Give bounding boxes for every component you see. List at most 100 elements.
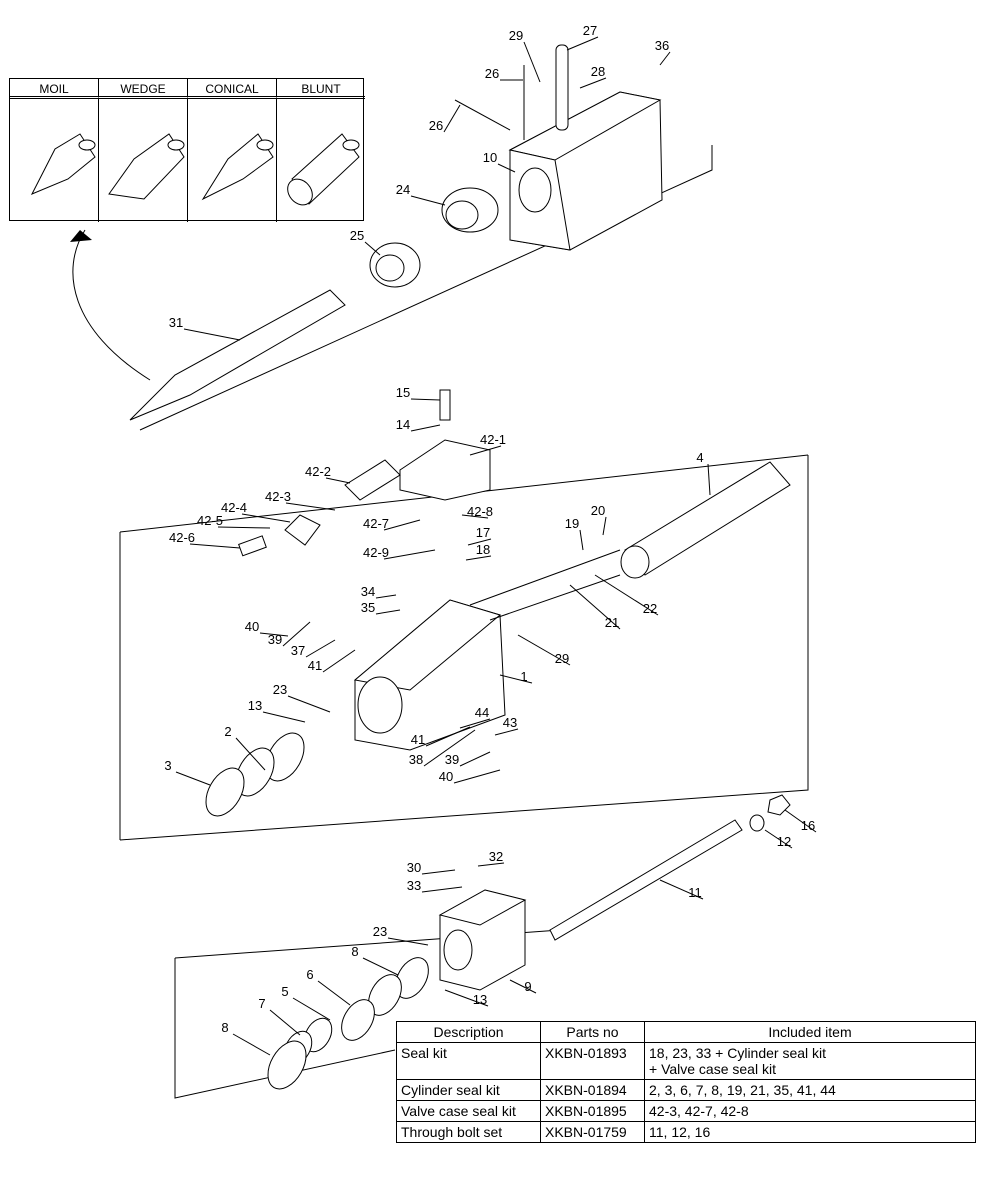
parts-no-cell: XKBN-01895 (540, 1100, 645, 1122)
leader-line (497, 163, 516, 173)
part-label-17: 17 (476, 525, 490, 540)
included-line-1: 18, 23, 33 + Cylinder seal kit (649, 1045, 827, 1061)
included-cell: 2, 3, 6, 7, 8, 19, 21, 35, 41, 44 (644, 1079, 976, 1101)
leader-line (421, 869, 456, 875)
part-label-42-9: 42-9 (363, 545, 389, 560)
moil-illustration (10, 99, 99, 222)
through-bolt-part-11 (549, 794, 791, 941)
part-label-28: 28 (591, 64, 605, 79)
leader-line (764, 829, 793, 849)
part-label-30: 30 (407, 860, 421, 875)
leader-line (423, 729, 476, 767)
part-label-42-4: 42-4 (221, 500, 247, 515)
part-label-41: 41 (411, 732, 425, 747)
leader-line (579, 77, 607, 89)
leader-line (410, 424, 441, 432)
table-row: Through bolt set XKBN-01759 11, 12, 16 (396, 1121, 976, 1143)
leader-line (305, 639, 336, 658)
leader-line (317, 980, 351, 1006)
part-label-42-1: 42-1 (480, 432, 506, 447)
part-label-8: 8 (351, 944, 358, 959)
leader-line (499, 674, 533, 684)
part-label-42-3: 42-3 (265, 489, 291, 504)
leader-line (259, 632, 289, 637)
leader-line (292, 997, 331, 1021)
part-label-13: 13 (473, 992, 487, 1007)
description-cell: Valve case seal kit (396, 1100, 541, 1122)
part-label-7: 7 (258, 996, 265, 1011)
seal-rings-part-5-8 (267, 957, 429, 1090)
part-label-6: 6 (306, 967, 313, 982)
part-label-18: 18 (476, 542, 490, 557)
part-label-20: 20 (591, 503, 605, 518)
front-head-part-10 (454, 44, 663, 251)
leader-line (579, 529, 584, 551)
leader-line (383, 549, 436, 560)
table-row: Cylinder seal kit XKBN-01894 2, 3, 6, 7,… (396, 1079, 976, 1101)
part-label-14: 14 (396, 417, 410, 432)
part-label-19: 19 (565, 516, 579, 531)
table-header-row: Description Parts no Included item (396, 1021, 976, 1043)
leader-line (232, 1033, 271, 1056)
leader-line (494, 728, 519, 736)
leader-line (410, 195, 446, 206)
part-label-27: 27 (583, 23, 597, 38)
leader-line (235, 737, 266, 771)
leader-line (217, 526, 271, 529)
chisel-types-panel: MOIL WEDGE CONICAL BLUNT (9, 78, 365, 222)
part-label-39: 39 (268, 632, 282, 647)
part-label-12: 12 (777, 834, 791, 849)
part-label-26: 26 (485, 66, 499, 81)
leader-line (784, 809, 817, 833)
col-description: Description (396, 1021, 541, 1043)
part-label-42-5: 42-5 (197, 513, 223, 528)
bit-type-wedge: WEDGE (99, 79, 188, 99)
assembly-frames (119, 145, 809, 1099)
parts-no-cell: XKBN-01894 (540, 1079, 645, 1101)
part-label-2: 2 (224, 724, 231, 739)
cylinder-part-1 (353, 549, 621, 751)
leader-line (517, 634, 571, 666)
part-label-40: 40 (439, 769, 453, 784)
part-label-29: 29 (509, 28, 523, 43)
leader-line (602, 516, 607, 536)
part-label-23: 23 (373, 924, 387, 939)
part-label-21: 21 (605, 615, 619, 630)
part-label-35: 35 (361, 600, 375, 615)
part-label-23: 23 (273, 682, 287, 697)
bit-type-blunt: BLUNT (277, 79, 365, 99)
leader-line (241, 513, 291, 523)
leader-line (459, 718, 491, 729)
part-label-13: 13 (248, 698, 262, 713)
description-cell: Cylinder seal kit (396, 1079, 541, 1101)
part-label-24: 24 (396, 182, 410, 197)
leader-line (566, 36, 599, 51)
part-label-34: 34 (361, 584, 375, 599)
part-label-3: 3 (164, 758, 171, 773)
valve-spool-part-42-2 (344, 459, 401, 501)
part-label-42-2: 42-2 (305, 464, 331, 479)
wedge-illustration (99, 99, 188, 222)
part-label-41: 41 (308, 658, 322, 673)
leader-line (364, 241, 381, 256)
bit-type-conical: CONICAL (188, 79, 277, 99)
part-label-15: 15 (396, 385, 410, 400)
blunt-illustration (277, 99, 365, 222)
leader-line (569, 584, 621, 630)
part-label-26: 26 (429, 118, 443, 133)
part-label-31: 31 (169, 315, 183, 330)
leader-line (477, 862, 505, 867)
leader-line (465, 555, 492, 561)
chisel-part-31 (70, 229, 346, 421)
leader-line (262, 711, 306, 723)
leader-line (425, 726, 471, 747)
leader-line (469, 445, 502, 456)
back-head-part-9 (438, 889, 527, 991)
leader-line (467, 538, 492, 546)
leader-line (375, 609, 401, 615)
leader-line (322, 649, 356, 673)
description-cell: Seal kit (396, 1042, 541, 1080)
part-label-42-8: 42-8 (467, 504, 493, 519)
leader-line (443, 104, 461, 133)
included-cell: 42-3, 42-7, 42-8 (644, 1100, 976, 1122)
